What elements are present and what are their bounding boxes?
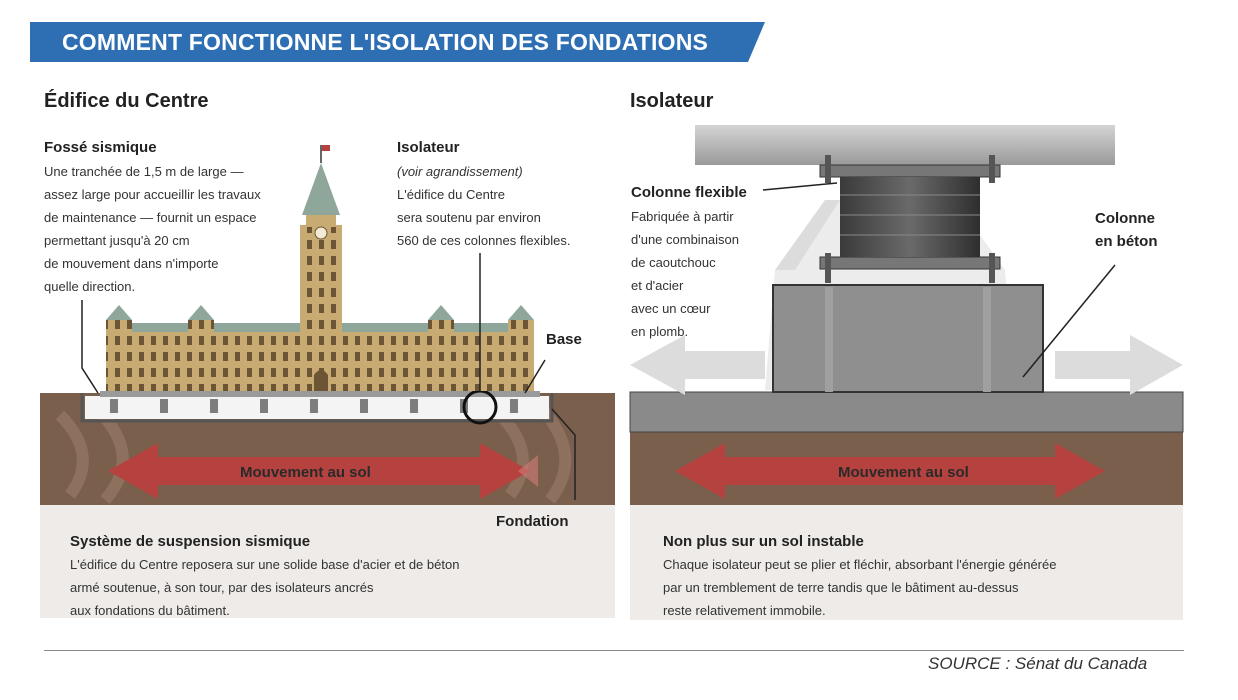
isolateur-heading: Isolateur [397,139,460,156]
tower-spire [302,163,340,215]
foundation [80,393,554,423]
ground-movement-arrow [108,443,538,499]
fosse-line: Une tranchée de 1,5 m de large — [44,164,244,179]
bottom-plate [819,256,1001,270]
instable-line: reste relativement immobile. [663,603,826,618]
suspension-heading: Système de suspension sismique [70,533,311,550]
top-plate [819,164,1001,178]
right-section-title: Isolateur [630,90,714,112]
base-leader-line [524,359,546,394]
left-arrow-label: Mouvement au sol [240,464,371,481]
colonne-flexible-line: d'une combinaison [631,232,739,247]
source-credit: SOURCE : Sénat du Canada [928,654,1148,673]
isolateur-line: L'édifice du Centre [397,187,505,202]
fosse-line: quelle direction. [44,279,136,294]
right-arrow-label: Mouvement au sol [838,464,969,481]
right-faded-arrow [1055,335,1183,395]
concrete-column [772,284,1044,393]
isolateur-note: (voir agrandissement) [397,164,523,179]
isolator-illustration [629,125,1184,620]
clock-icon [314,226,328,240]
suspension-line: armé soutenue, à son tour, par des isola… [70,580,374,595]
colonne-flexible-heading: Colonne flexible [631,184,747,201]
ground-movement-arrow [675,443,1105,499]
title-banner: COMMENT FONCTIONNE L'ISOLATION DES FONDA… [30,22,765,62]
flexible-column [840,177,980,257]
building-illustration [40,145,615,620]
colonne-flexible-text: Fabriquée à partir d'une combinaison de … [631,205,771,343]
fosse-leader-line [81,300,99,394]
fosse-heading: Fossé sismique [44,139,157,156]
suspension-line: L'édifice du Centre reposera sur une sol… [70,557,460,572]
isolateur-line: sera soutenu par environ [397,210,541,225]
base-slab [100,391,540,397]
banner-shape [30,22,765,62]
colonne-flexible-line: de caoutchouc [631,255,716,270]
base-label: Base [546,331,582,348]
fosse-line: de maintenance — fournit un espace [44,210,257,225]
colonne-flexible-line: en plomb. [631,324,689,339]
colonne-beton-leader [1022,264,1116,378]
instable-text: Chaque isolateur peut se plier et fléchi… [663,553,1163,622]
fondation-label: Fondation [496,513,569,530]
fosse-line: de mouvement dans n'importe [44,256,219,271]
colonne-flexible-line: Fabriquée à partir [631,209,734,224]
footer-divider [44,650,1184,651]
colonne-beton-line: en béton [1095,233,1158,250]
fosse-text: Une tranchée de 1,5 m de large — assez l… [44,160,304,298]
instable-line: par un tremblement de terre tandis que l… [663,580,1019,595]
fosse-line: assez large pour accueillir les travaux [44,187,261,202]
instable-line: Chaque isolateur peut se plier et fléchi… [663,557,1057,572]
fosse-line: permettant jusqu'à 20 cm [44,233,190,248]
instable-heading: Non plus sur un sol instable [663,533,864,550]
suspension-text: L'édifice du Centre reposera sur une sol… [70,553,570,622]
colonne-beton-line: Colonne [1095,210,1155,227]
suspension-line: aux fondations du bâtiment. [70,603,230,618]
colonne-beton-label: Colonne en béton [1095,207,1158,253]
building-beam [695,125,1115,165]
left-section-title: Édifice du Centre [44,90,209,112]
fondation-leader-line [551,408,576,500]
flag-icon [322,145,330,151]
isolateur-line: 560 de ces colonnes flexibles. [397,233,571,248]
colonne-flexible-leader [762,182,838,191]
peace-tower [300,225,342,391]
colonne-flexible-line: avec un cœur [631,301,711,316]
concrete-slab [629,391,1184,433]
left-faded-arrow [630,335,765,395]
isolateur-text: (voir agrandissement) L'édifice du Centr… [397,160,612,252]
colonne-flexible-line: et d'acier [631,278,684,293]
banner-title: COMMENT FONCTIONNE L'ISOLATION DES FONDA… [62,29,709,55]
